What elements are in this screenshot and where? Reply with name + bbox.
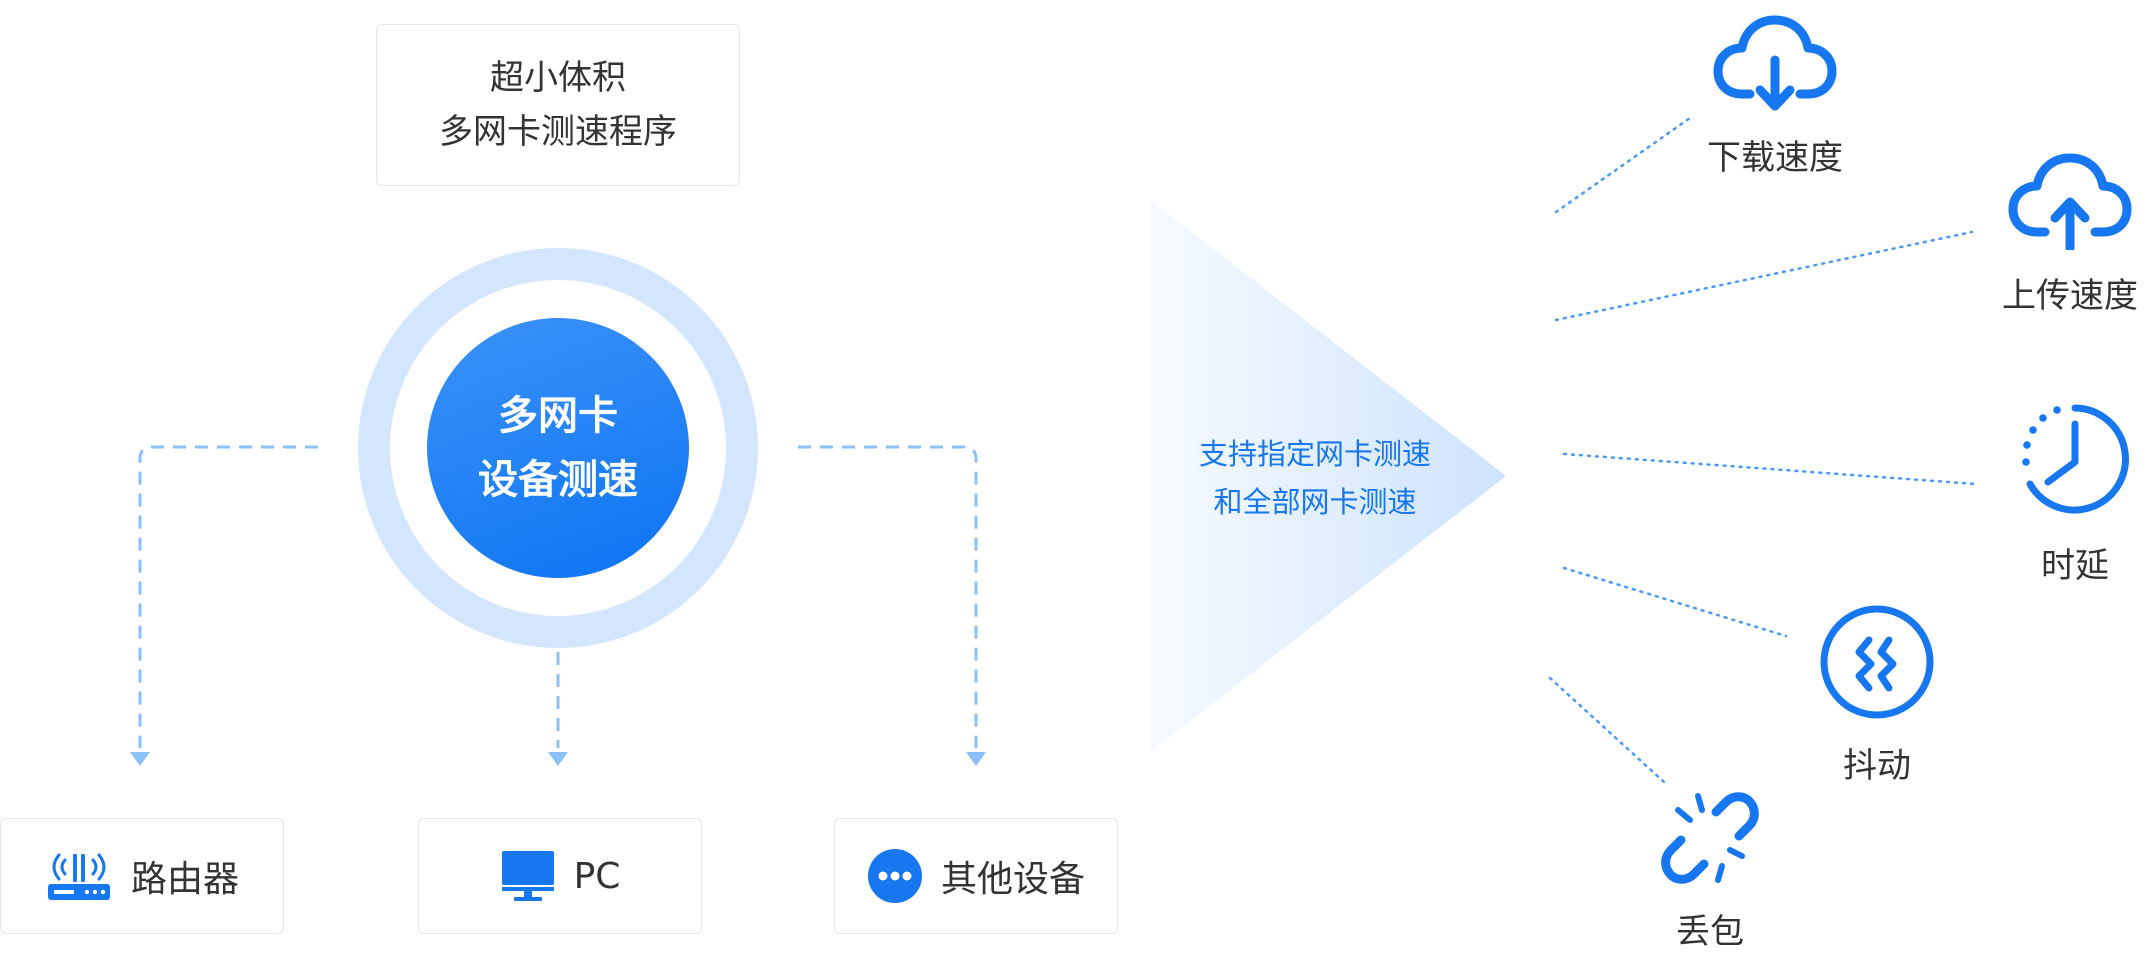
metric-label-jitter: 抖动 [1843, 746, 1911, 786]
metric-label-latency: 时延 [2041, 546, 2109, 586]
metric-upload-speed: 上传速度 [1996, 148, 2144, 317]
metric-label-loss: 丢包 [1676, 912, 1744, 952]
center-core-circle: 多网卡 设备测速 [427, 318, 689, 578]
dotted-line-upload [1554, 230, 1974, 322]
device-box-other: 其他设备 [834, 818, 1118, 934]
dotted-line-loss [1548, 676, 1666, 784]
funnel-caption-line1: 支持指定网卡测速 [1198, 437, 1431, 471]
connector-to-router [138, 445, 318, 748]
funnel-caption: 支持指定网卡测速 和全部网卡测速 [1150, 430, 1480, 526]
program-description-line2: 多网卡测速程序 [439, 112, 677, 152]
metric-packet-loss: 丢包 [1650, 788, 1770, 953]
program-description-line1: 超小体积 [490, 58, 626, 98]
arrow-head-pc [548, 752, 568, 766]
arrow-head-other [966, 752, 986, 766]
jitter-icon [1819, 604, 1935, 724]
dotted-line-download [1554, 116, 1692, 214]
metric-latency: 时延 [2010, 402, 2140, 587]
metric-jitter: 抖动 [1812, 604, 1942, 787]
center-title-line1: 多网卡 [498, 393, 618, 439]
broken-link-icon [1660, 788, 1760, 892]
clock-icon [2018, 402, 2132, 520]
connector-to-other [798, 445, 978, 748]
device-box-router: 路由器 [0, 818, 284, 934]
metric-download-speed: 下载速度 [1700, 10, 1850, 179]
device-label-other: 其他设备 [940, 859, 1085, 900]
cloud-download-icon [1712, 10, 1838, 116]
arrow-head-router [130, 752, 150, 766]
funnel-caption-line2: 和全部网卡测速 [1213, 485, 1417, 519]
monitor-icon [500, 849, 556, 903]
center-title-line2: 设备测速 [478, 457, 638, 503]
device-label-router: 路由器 [130, 859, 239, 900]
dotted-line-jitter [1562, 566, 1788, 638]
cloud-upload-icon [2007, 148, 2133, 254]
dotted-line-latency [1562, 452, 1978, 486]
device-label-pc: PC [573, 855, 621, 897]
device-box-pc: PC [418, 818, 702, 934]
metric-label-download: 下载速度 [1707, 138, 1843, 178]
metric-label-upload: 上传速度 [2002, 276, 2138, 316]
more-dots-icon [867, 848, 923, 904]
program-description-box: 超小体积 多网卡测速程序 [376, 24, 740, 186]
router-icon [45, 848, 113, 904]
